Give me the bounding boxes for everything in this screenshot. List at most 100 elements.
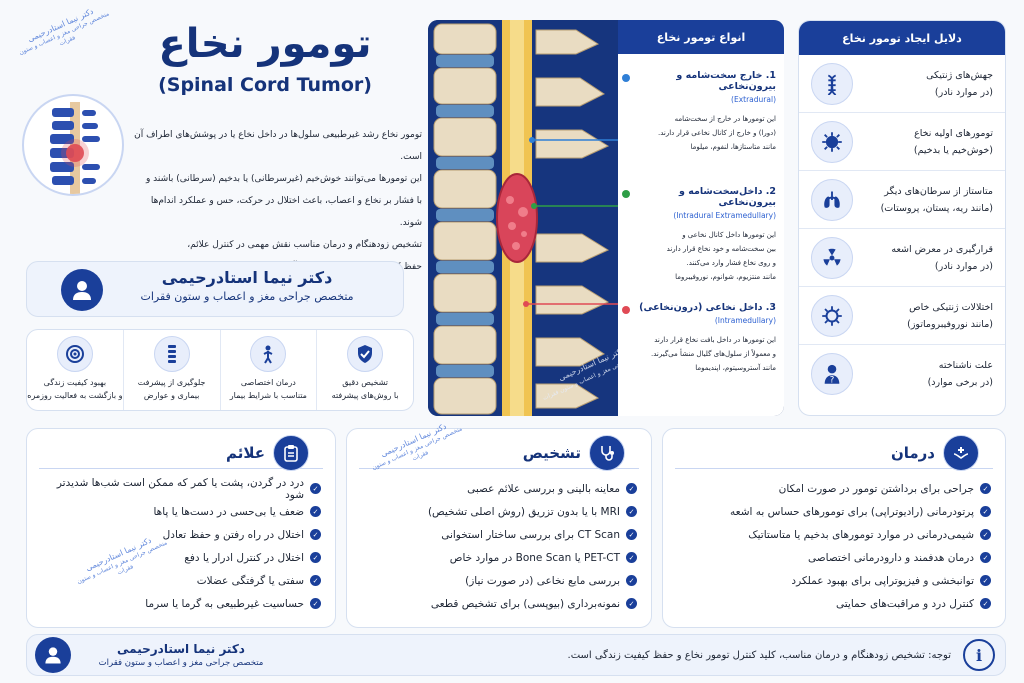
diagnosis-panel: تشخیص ✓معاینه بالینی و بررسی علائم عصبی✓… <box>346 422 652 628</box>
symptoms-panel: علائم ✓درد در گردن، پشت یا کمر که ممکن ا… <box>26 428 336 628</box>
benefit-line: درمان اختصاصی <box>240 378 296 387</box>
intro-line: تشخیص زودهنگام و درمان مناسب نقش مهمی در… <box>187 240 422 250</box>
doctor-avatar-icon <box>61 269 103 311</box>
type-title: 3. داخل نخاعی (درون‌نخاعی) <box>639 302 776 313</box>
types-header: انواع تومور نخاع <box>618 20 784 54</box>
list-item-text: اختلال در راه رفتن و حفظ تعادل <box>162 528 304 541</box>
intro-line: تومور نخاع رشد غیرطبیعی سلول‌ها در داخل … <box>134 130 422 162</box>
list-item: ✓کنترل درد و مراقبت‌های حمایتی <box>677 592 991 615</box>
type-item: 1. خارج سخت‌شامه و بیرون‌نخاعی (Extradur… <box>622 70 776 154</box>
type-title: 1. خارج سخت‌شامه و بیرون‌نخاعی <box>676 70 776 92</box>
list-item: ✓سفتی یا گرفتگی عضلات <box>41 569 321 592</box>
types-panel: انواع تومور نخاع 1. خارج سخت‌شامه و بیرو… <box>618 20 784 416</box>
list-item: ✓جراحی برای برداشتن تومور در صورت امکان <box>677 477 991 500</box>
cause-line: اختلالات ژنتیکی خاص <box>909 301 993 313</box>
list-item-text: ضعف یا بی‌حسی در دست‌ها یا پاها <box>153 505 304 518</box>
type-desc-line: این تومورها در داخل بافت نخاع قرار دارند <box>654 336 776 344</box>
check-icon: ✓ <box>980 575 991 586</box>
footer-bar: دکتر نیما استادرحیمی متخصص جراحی مغز و ا… <box>26 634 1006 676</box>
benefits-panel: بهبود کیفیت زندگی و بازگشت به فعالیت روز… <box>26 329 414 411</box>
cause-line: قرارگیری در معرض اشعه <box>891 243 993 255</box>
causes-header: دلایل ایجاد تومور نخاع <box>799 21 1005 55</box>
check-icon: ✓ <box>310 506 321 517</box>
spine-icon <box>153 336 190 372</box>
list-item: ✓ بررسی مایع نخاعی (در صورت نیاز) <box>361 569 637 592</box>
benefit-line: جلوگیری از پیشرفت <box>137 378 206 387</box>
type-marker-dot <box>622 306 630 314</box>
benefit-line: بیماری و عوارض <box>143 391 200 400</box>
doctor-name: دکتر نیما استادرحیمی <box>161 268 333 287</box>
treatment-panel: درمان ✓جراحی برای برداشتن تومور در صورت … <box>662 428 1006 628</box>
clipboard-icon <box>273 434 309 471</box>
benefit-line: بهبود کیفیت زندگی <box>43 378 107 387</box>
cause-item: تومورهای اولیه نخاع(خوش‌خیم یا بدخیم) <box>799 113 1005 171</box>
spine-circle-icon <box>22 94 124 196</box>
radiation-icon <box>811 236 853 279</box>
benefit-line: تشخیص دقیق <box>342 378 388 387</box>
footer-doctor-name: دکتر نیما استادرحیمی <box>117 642 245 656</box>
type-latin: (Intramedullary) <box>714 316 776 325</box>
person-icon <box>250 336 287 372</box>
type-desc-line: و روی نخاع فشار وارد می‌کنند. <box>686 259 777 267</box>
diagnosis-heading: تشخیص <box>359 429 639 471</box>
list-item-text: نمونه‌برداری (بیوپسی) برای تشخیص قطعی <box>430 597 620 610</box>
list-item: ✓توانبخشی و فیزیوتراپی برای بهبود عملکرد <box>677 569 991 592</box>
list-item-text: بررسی مایع نخاعی (در صورت نیاز) <box>465 574 620 587</box>
benefit-line: با روش‌های پیشرفته <box>331 391 399 400</box>
type-marker-dot <box>622 190 630 198</box>
lungs-icon <box>811 178 853 221</box>
check-icon: ✓ <box>980 529 991 540</box>
list-item-text: PET-CT یا Bone Scan در موارد خاص <box>449 551 620 564</box>
cause-item: علت ناشناخته(در برخی موارد)? <box>799 345 1005 403</box>
list-item: ✓CT Scan برای بررسی ساختار استخوانی <box>361 523 637 546</box>
list-item: ✓ ضعف یا بی‌حسی در دست‌ها یا پاها <box>41 500 321 523</box>
type-desc-line: مانند متاستازها، لنفوم، میلوما <box>690 143 776 151</box>
cause-line: (مانند نوروفیبروماتوز) <box>907 318 993 330</box>
check-icon: ✓ <box>626 506 637 517</box>
type-title: 2. داخل‌سخت‌شامه و بیرون‌نخاعی <box>678 186 776 208</box>
virus-icon <box>811 294 853 337</box>
list-item-text: پرتودرمانی (رادیوتراپی) برای تومورهای حس… <box>730 505 974 518</box>
stamp-top: دکتر نیما استادرحیمی متخصص جراحی مغز و ا… <box>13 1 115 65</box>
check-icon: ✓ <box>626 552 637 563</box>
type-desc-line: مانند منتزیوم، شوانوم، نوروفیبروما <box>675 273 776 281</box>
list-item: ✓ MRI با یا بدون تزریق (روش اصلی تشخیص) <box>361 500 637 523</box>
list-item-text: MRI با یا بدون تزریق (روش اصلی تشخیص) <box>427 505 620 518</box>
cause-line: (در موارد نادر) <box>934 86 993 98</box>
diagnosis-title: تشخیص <box>522 443 581 462</box>
list-item: ✓ معاینه بالینی و بررسی علائم عصبی <box>361 477 637 500</box>
check-icon: ✓ <box>626 598 637 609</box>
list-item-text: معاینه بالینی و بررسی علائم عصبی <box>467 482 620 495</box>
list-item: ✓اختلال در کنترل ادرار یا دفع <box>41 546 321 569</box>
check-icon: ✓ <box>980 598 991 609</box>
causes-panel: دلایل ایجاد تومور نخاع جهش‌های ژنتیکی(در… <box>798 20 1006 416</box>
title-block: تومور نخاع (Spinal Cord Tumor) <box>120 18 410 96</box>
target-icon <box>56 336 93 372</box>
benefit-line: و بازگشت به فعالیت روزمره <box>27 391 123 400</box>
cause-item: اختلالات ژنتیکی خاص (مانند نوروفیبروماتوز… <box>799 287 1005 345</box>
type-item: 3. داخل نخاعی (درون‌نخاعی) (Intramedulla… <box>622 302 776 375</box>
spine-illustration-panel: دکتر نیما استادرحیمی متخصص جراحی مغز و ا… <box>428 20 784 416</box>
list-item: ✓اختلال در راه رفتن و حفظ تعادل <box>41 523 321 546</box>
page-subtitle: (Spinal Cord Tumor) <box>158 74 372 96</box>
check-icon: ✓ <box>310 598 321 609</box>
cause-item: متاستاز از سرطان‌های دیگر(مانند ریه، پست… <box>799 171 1005 229</box>
check-icon: ✓ <box>626 575 637 586</box>
type-desc-line: این تومورها داخل کانال نخاعی و <box>682 231 776 239</box>
list-item-text: اختلال در کنترل ادرار یا دفع <box>184 551 304 564</box>
list-item: ✓درد در گردن، پشت یا کمر که ممکن است شب‌… <box>41 477 321 501</box>
type-desc-line: این تومورها در خارج از سخت‌شامه <box>674 115 776 123</box>
footer-avatar-icon <box>35 637 71 673</box>
cause-line: (در برخی موارد) <box>927 377 993 388</box>
cause-line: (خوش‌خیم یا بدخیم) <box>913 144 993 156</box>
cell-icon <box>811 120 853 163</box>
info-icon: i <box>963 639 995 671</box>
type-desc-line: بین سخت‌شامه و خود نخاع قرار دارند <box>666 245 776 253</box>
benefit-item: تشخیص دقیق با روش‌های پیشرفته <box>317 330 413 410</box>
check-icon: ✓ <box>626 483 637 494</box>
list-item-text: CT Scan برای بررسی ساختار استخوانی <box>441 528 620 541</box>
treatment-title: درمان <box>890 443 935 462</box>
cause-line: (مانند ریه، پستان، پروستات) <box>880 202 993 214</box>
intro-line: این تومورها می‌توانند خوش‌خیم (غیرسرطانی… <box>145 174 422 184</box>
type-latin: (Intradural Extramedullary) <box>673 211 776 220</box>
